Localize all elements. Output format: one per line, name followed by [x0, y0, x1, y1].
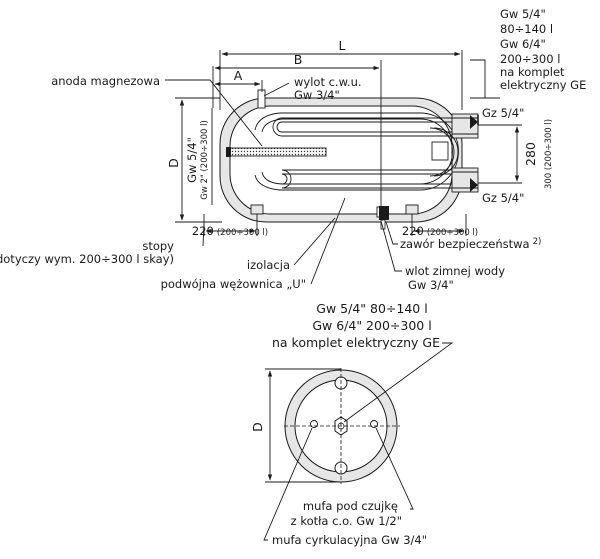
- sensor-socket: [370, 420, 378, 428]
- circulation-socket: [310, 420, 318, 428]
- front-label-3: na komplet elektryczny GE: [272, 335, 440, 350]
- cold-inlet-label-2: Gw 3/4": [408, 278, 454, 292]
- svg-text:80÷140 l: 80÷140 l: [500, 22, 553, 36]
- dim-220-left-label: 220(200÷300 l): [192, 224, 268, 238]
- circulation-socket-label: mufa cyrkulacyjna Gw 3/4": [272, 533, 427, 547]
- feet-label-2: (dotyczy wym. 200÷300 l skay): [0, 252, 174, 266]
- foot-right: [405, 204, 419, 215]
- cold-inlet-label-1: wlot zimnej wody: [405, 264, 505, 278]
- front-view: [263, 342, 454, 541]
- side-view: [165, 50, 522, 285]
- dim-D-side-label: D: [166, 158, 181, 168]
- coil-label: podwójna wężownica „U": [161, 277, 306, 291]
- anode-label: anoda magnezowa: [51, 74, 160, 88]
- top-right-note: Gw 5/4" 80÷140 l Gw 6/4" 200÷300 l na ko…: [500, 7, 586, 92]
- outlet-label-1: wylot c.w.u.: [294, 75, 362, 89]
- dim-D-front-label: D: [250, 422, 265, 432]
- dim-L-label: L: [339, 38, 346, 53]
- svg-text:200÷300 l: 200÷300 l: [500, 52, 560, 66]
- front-label-2: Gw 6/4" 200÷300 l: [312, 318, 431, 333]
- svg-text:elektryczny GE: elektryczny GE: [500, 78, 586, 92]
- gz-top-label: Gz 5/4": [482, 106, 524, 120]
- svg-text:Gw 5/4": Gw 5/4": [500, 7, 546, 21]
- sensor-socket-label-1: mufa pod czujkę: [303, 499, 398, 513]
- hot-water-outlet: [257, 89, 266, 109]
- safety-valve: [379, 206, 389, 220]
- dim-A-label: A: [234, 68, 243, 83]
- gz-bottom-label: Gz 5/4": [482, 191, 524, 205]
- magnesium-anode: [227, 147, 327, 157]
- dim-B-label: B: [294, 52, 303, 67]
- svg-text:Gw 6/4": Gw 6/4": [500, 37, 546, 51]
- dim-220-right-label: 220(200÷300 l): [402, 224, 478, 238]
- side-view-labels: L B A anoda magnezowa wylot c.w.u. Gw 3/…: [0, 7, 586, 292]
- insulation-label: izolacja: [247, 258, 290, 272]
- dim-280-label: 280: [523, 142, 538, 166]
- gw-side-label: Gw 5/4": [185, 137, 199, 183]
- sensor-socket-label-2: z kotła c.o. Gw 1/2": [291, 514, 402, 528]
- foot-left: [250, 204, 264, 215]
- gw-side-sub-label: Gw 2" (200÷300 l): [200, 120, 210, 200]
- dim-300-label: 300 (200÷300 l): [544, 119, 554, 189]
- front-label-1: Gw 5/4" 80÷140 l: [316, 301, 427, 316]
- outlet-label-2: Gw 3/4": [294, 88, 340, 102]
- feet-label-1: stopy: [142, 239, 174, 253]
- front-view-labels: Gw 5/4" 80÷140 l Gw 6/4" 200÷300 l na ko…: [250, 301, 440, 547]
- svg-text:na komplet: na komplet: [500, 65, 565, 79]
- u-coil: [254, 112, 479, 193]
